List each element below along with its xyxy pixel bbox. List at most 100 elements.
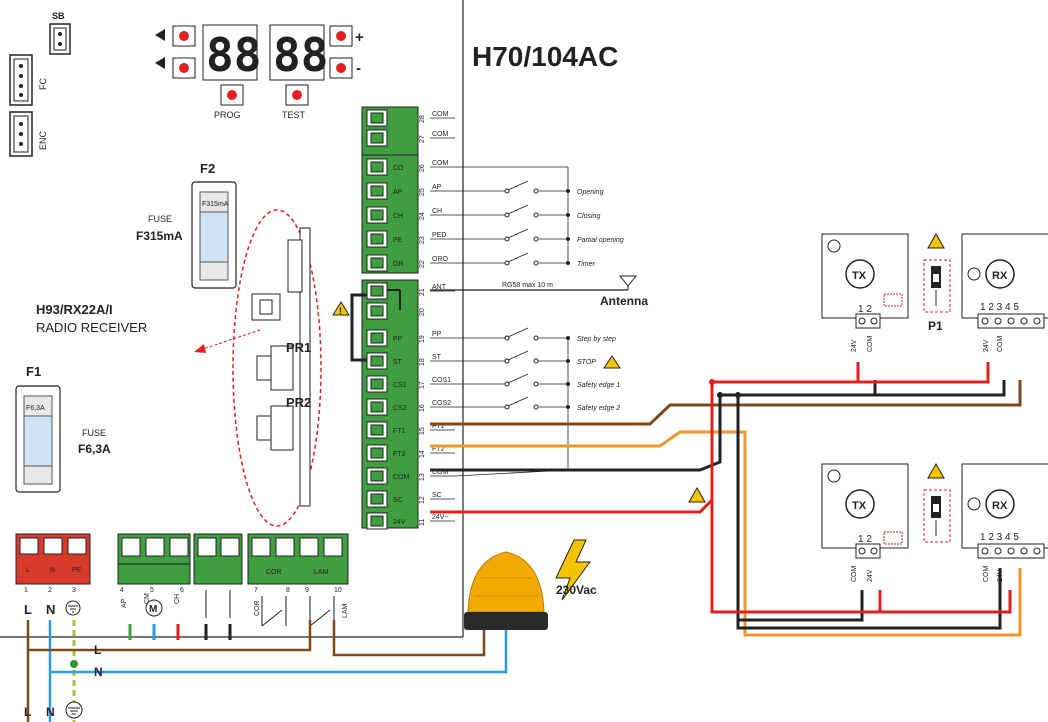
svg-text:!: ! (339, 306, 342, 316)
fuse-f2: F2 F315mA FUSE F315mA (136, 161, 237, 289)
power-num-2: 2 (48, 587, 52, 594)
terminal-number: 14 (419, 450, 426, 458)
connector-fc: FC (9, 54, 48, 106)
display-digits-left (202, 24, 258, 81)
lamp-block-cor: COR (266, 569, 282, 576)
terminal-label: FT2 (432, 446, 445, 453)
test-label: TEST (282, 110, 306, 120)
terminal-14[interactable]: FT2 14 FT2 (366, 444, 455, 462)
motor-label-ch: CH (174, 594, 181, 604)
terminal-function: Step by step (577, 336, 616, 343)
terminal-code: AP (393, 189, 403, 196)
pr2-button[interactable] (256, 415, 272, 441)
terminal-label: COM (432, 111, 449, 118)
terminal-number: 15 (419, 427, 426, 435)
terminal-number: 18 (419, 358, 426, 366)
mains-l-label: L (94, 643, 101, 657)
display-digits-left-text: 88 (206, 28, 261, 82)
aux-terminal-block (193, 533, 243, 640)
terminal-code: SC (393, 497, 403, 504)
terminal-13[interactable]: COM 13 COM (366, 467, 455, 485)
jumper-selector-1[interactable]: P1 (923, 232, 951, 333)
power-terminal-l: L (26, 567, 30, 574)
terminal-number: 11 (419, 519, 426, 526)
fuse-f2-id: F2 (200, 161, 215, 176)
lamp-num-7: 7 (254, 587, 258, 594)
terminal-function: Timer (577, 261, 595, 268)
tx-wire-2: 24V (867, 569, 874, 582)
rx-wire-2: 24V (997, 569, 1004, 582)
display-digits-right (269, 24, 325, 81)
terminal-code: FT2 (393, 451, 406, 458)
terminal-code: OR (393, 261, 404, 268)
terminal-code: PP (393, 336, 403, 343)
terminal-number: 27 (419, 135, 426, 143)
fuse-f1-glass-text: F6,3A (26, 405, 45, 412)
power-terminal-block: L N PE 1 2 3 L N (15, 533, 91, 617)
bottom-l-label: L (24, 705, 31, 719)
fuse-f1-label: FUSE (82, 428, 106, 438)
tx-label: TX (852, 270, 867, 282)
mains-wiring: L N L N (24, 620, 508, 722)
earth-bottom-icon (65, 701, 83, 719)
terminal-number: 25 (419, 188, 426, 196)
terminal-code: CS2 (393, 405, 407, 412)
terminal-label: COS2 (432, 400, 451, 407)
motor-num-4: 4 (120, 587, 124, 594)
plus-label: + (355, 29, 364, 46)
earth-icon (65, 600, 81, 616)
radio-receiver-label: RADIO RECEIVER (36, 320, 147, 335)
power-terminal-n: N (50, 567, 55, 574)
radio-pointer-arrow-icon (194, 344, 206, 353)
terminal-20[interactable]: 20 (366, 302, 426, 320)
terminal-code: COM (393, 474, 410, 481)
terminal-code: CH (393, 213, 403, 220)
jumper-selector-2[interactable] (923, 462, 951, 543)
rx-wire-1: COM (983, 566, 990, 583)
flashing-light-voltage: 230Vac (556, 583, 597, 597)
terminal-number: 22 (419, 260, 426, 268)
terminal-label: AP (432, 184, 442, 191)
pr1-label: PR1 (286, 340, 311, 355)
tx-wire-1: COM (851, 566, 858, 583)
display-digits-right-text: 88 (273, 28, 328, 82)
pr1-button[interactable] (256, 355, 272, 381)
rx-wire-1: 24V (983, 339, 990, 352)
terminal-function: Safety edge 1 (577, 382, 620, 389)
lamp-side-cor: COR (254, 600, 261, 616)
motor-symbol: M (149, 604, 157, 615)
terminal-number: 23 (419, 236, 426, 244)
terminal-code: PE (393, 237, 403, 244)
power-n-label: N (46, 602, 55, 617)
fuse-f1-id: F1 (26, 364, 41, 379)
fuse-f1: F1 F6,3A FUSE F6,3A (15, 364, 111, 493)
terminal-number: 13 (419, 473, 426, 481)
terminal-label: SC (432, 492, 442, 499)
antenna-label: Antenna (600, 294, 648, 308)
motor-label-ap: AP (121, 598, 128, 608)
terminal-label: FT1 (432, 423, 445, 430)
lamp-num-10: 10 (334, 587, 342, 594)
tx-wire-2: COM (867, 336, 874, 353)
terminal-label: ST (432, 354, 442, 361)
terminal-label: COM (432, 469, 449, 476)
high-voltage-icon (555, 539, 591, 601)
tx-pins: 1 2 (858, 304, 872, 315)
antenna-cable-label: RG58 max 10 m (502, 282, 553, 289)
